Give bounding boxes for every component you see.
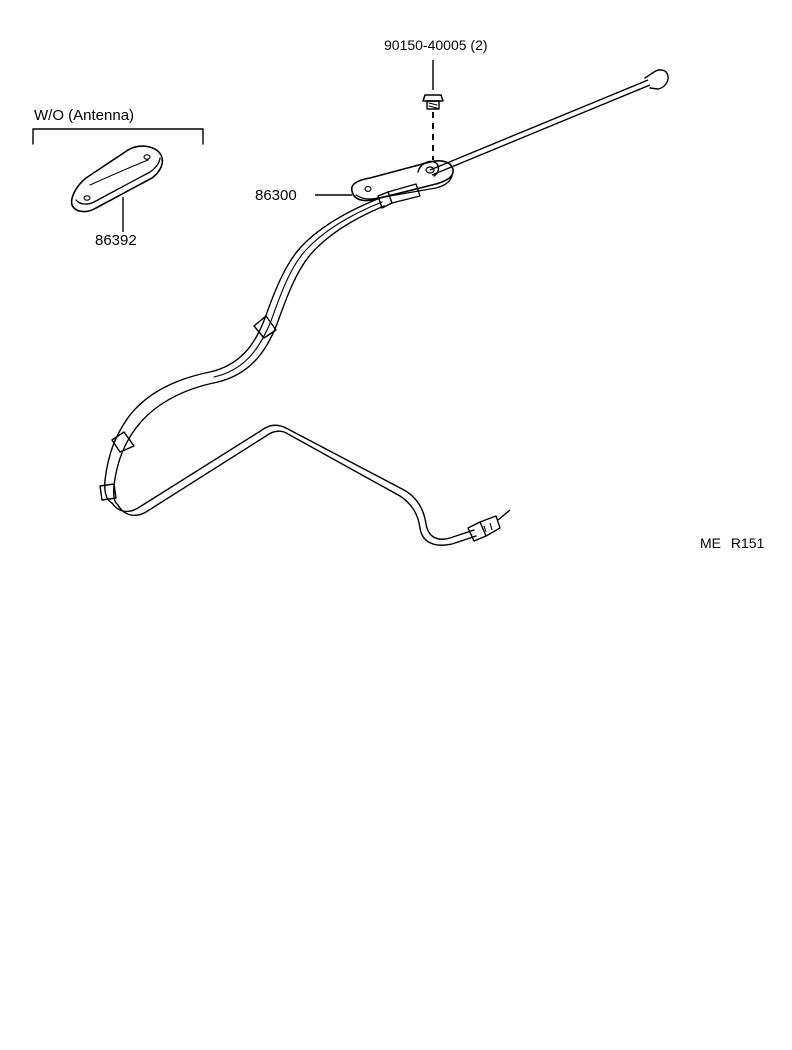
part-label-86300: 86300 xyxy=(255,187,297,204)
lead-in-cable xyxy=(111,424,477,546)
group-label: W/O (Antenna) xyxy=(34,107,135,124)
feeder-cable xyxy=(99,183,421,506)
part-label-bolt: 90150-40005 (2) xyxy=(384,37,488,53)
antenna-plug xyxy=(467,509,511,542)
antenna-base-shape xyxy=(350,160,454,202)
group-bracket xyxy=(32,128,204,145)
part-label-86392: 86392 xyxy=(95,232,137,249)
bolt-shape xyxy=(422,94,444,110)
antenna-mast xyxy=(429,69,669,176)
antenna-cover-shape xyxy=(70,145,164,213)
figure-code: ME R151 xyxy=(700,535,765,551)
